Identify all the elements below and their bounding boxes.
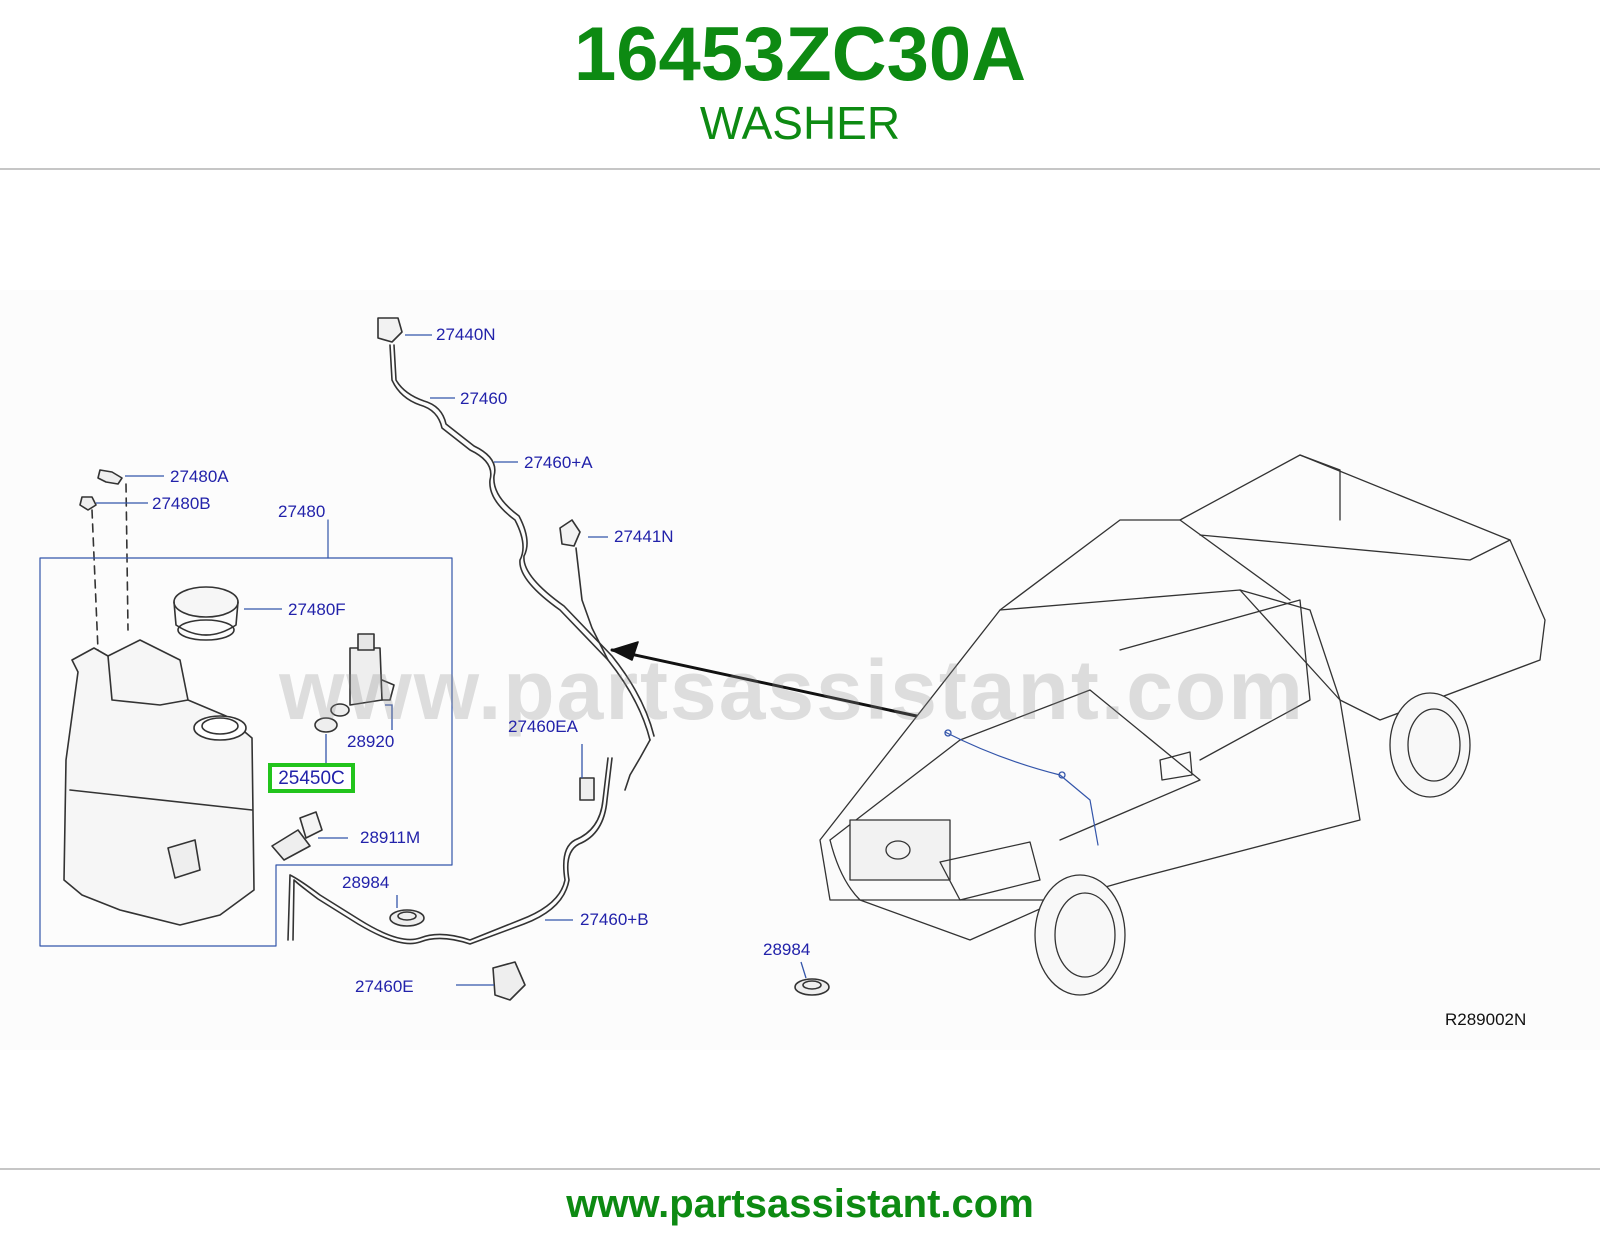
label-27480B[interactable]: 27480B xyxy=(152,494,211,513)
clip-27460E xyxy=(492,961,526,1001)
part-number-title: 16453ZC30A xyxy=(573,12,1027,97)
label-28911M[interactable]: 28911M xyxy=(360,828,421,847)
label-27460-A[interactable]: 27460+A xyxy=(524,453,593,472)
bolt-27480A xyxy=(97,469,123,485)
truck-illustration xyxy=(819,454,1546,996)
level-sensor xyxy=(271,829,311,861)
footer-url[interactable]: www.partsassistant.com xyxy=(566,1182,1034,1226)
nut-27480B xyxy=(79,496,97,511)
label-27480A[interactable]: 27480A xyxy=(170,467,229,486)
category-subtitle: WASHER xyxy=(699,97,901,149)
label-27480[interactable]: 27480 xyxy=(278,502,326,521)
label-27441N[interactable]: 27441N xyxy=(614,527,674,546)
footer-divider xyxy=(0,1168,1600,1170)
label-27460[interactable]: 27460 xyxy=(460,389,508,408)
label-27460E[interactable]: 27460E xyxy=(355,977,414,996)
diagram-area xyxy=(0,290,1600,1050)
label-27460EA[interactable]: 27460EA xyxy=(508,717,578,736)
label-27440N[interactable]: 27440N xyxy=(436,325,496,344)
washer-nozzle-left xyxy=(377,317,403,343)
location-arrow xyxy=(610,648,937,722)
watermark: www.partsassistant.com xyxy=(279,643,1305,737)
washer-nozzle-right xyxy=(559,519,581,547)
hose-27460B xyxy=(287,757,609,941)
header-divider xyxy=(0,168,1600,170)
label-27480F[interactable]: 27480F xyxy=(288,600,346,619)
hose-27460 xyxy=(389,344,651,741)
highlighted-part-25450C[interactable]: 25450C xyxy=(268,763,355,793)
washer-tank xyxy=(63,639,255,926)
diagram-reference-code: R289002N xyxy=(1445,1010,1527,1029)
label-28984-right[interactable]: 28984 xyxy=(763,940,811,959)
tank-cap xyxy=(173,586,239,618)
clip-27460EA xyxy=(579,777,595,801)
label-27460-B[interactable]: 27460+B xyxy=(580,910,649,929)
label-28920[interactable]: 28920 xyxy=(347,732,395,751)
tank-frame xyxy=(39,557,453,947)
pump-grommet xyxy=(314,717,338,733)
label-28984-left[interactable]: 28984 xyxy=(342,873,390,892)
